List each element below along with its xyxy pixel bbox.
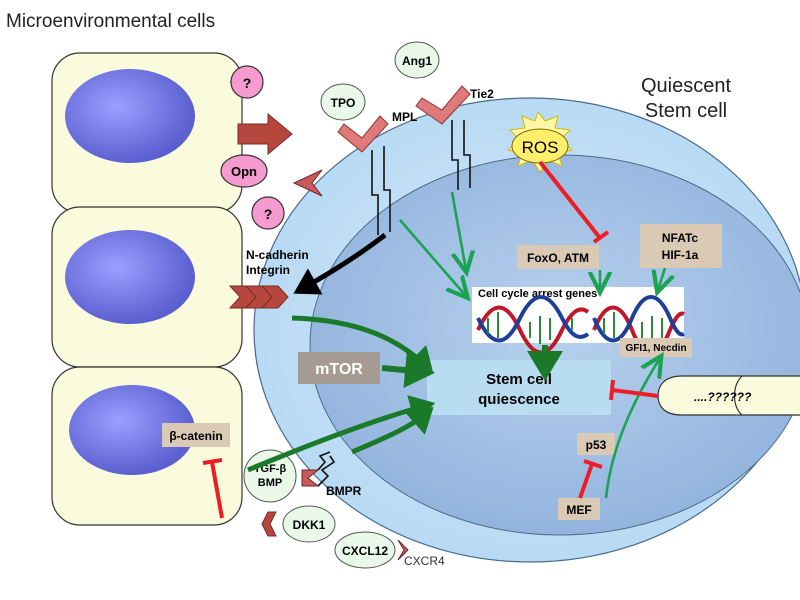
tie2-stem-left bbox=[451, 120, 459, 190]
foxo-label: FoxO, ATM bbox=[527, 251, 589, 265]
cell-title-line2: Stem cell bbox=[645, 100, 727, 122]
ligand-dkk1 bbox=[282, 505, 336, 543]
bmpr-quiescence-arrow bbox=[351, 407, 434, 455]
ros-label: ROS bbox=[522, 138, 559, 157]
quiescence-box bbox=[427, 360, 611, 415]
ligand-dkk1-label: DKK1 bbox=[293, 518, 326, 532]
ligand-q1-label: ? bbox=[243, 75, 252, 91]
ncadherin-chevrons bbox=[228, 285, 289, 309]
ligand-tpo bbox=[320, 83, 366, 121]
ligand-cxcl12 bbox=[334, 531, 396, 569]
gfi-label: GFI1, Necdin bbox=[625, 343, 686, 354]
p53-box bbox=[577, 433, 615, 455]
opn-receptor bbox=[292, 169, 323, 197]
gfi-box bbox=[620, 338, 692, 357]
niche-cell-middle-nucleus bbox=[65, 230, 195, 324]
ligand-tgfb bbox=[243, 449, 297, 503]
ligand-tgfb-line2: BMP bbox=[258, 477, 282, 489]
ncadherin-label: N-cadherin bbox=[246, 248, 309, 262]
bmpr-label: BMPR bbox=[326, 484, 362, 498]
mtor-label: mTOR bbox=[315, 361, 363, 378]
unknown-signal-label: ....?????? bbox=[694, 390, 752, 404]
cxcr4-receptor bbox=[397, 539, 409, 561]
ligand-opn bbox=[220, 154, 268, 188]
cxcr4-label: CXCR4 bbox=[404, 554, 445, 568]
ligand-q1 bbox=[230, 65, 264, 99]
ligand-opn-label: Opn bbox=[231, 164, 257, 179]
quiescence-line1: Stem cell bbox=[486, 371, 552, 388]
mpl-stem-left bbox=[371, 150, 379, 235]
tie2-stem-right bbox=[463, 120, 471, 188]
ligand-cxcl12-label: CXCL12 bbox=[342, 544, 388, 558]
mtor-box bbox=[298, 352, 380, 384]
niche-cell-top-nucleus bbox=[65, 69, 195, 163]
mef-box bbox=[558, 498, 600, 520]
ligand-ang1 bbox=[394, 41, 440, 79]
mtor-quiescence-arrow bbox=[381, 352, 435, 389]
bmpr-stem-2 bbox=[317, 455, 336, 487]
foxo-box bbox=[517, 245, 599, 269]
ros-burst bbox=[506, 110, 574, 173]
bmpr-stem-1 bbox=[317, 451, 331, 471]
mpl-label: MPL bbox=[392, 110, 417, 124]
beta-catenin-box bbox=[162, 423, 230, 447]
cell-title-line1: Quiescent bbox=[641, 75, 731, 97]
ligand-ang1-label: Ang1 bbox=[402, 54, 432, 68]
quiescence-line2: quiescence bbox=[478, 391, 560, 408]
cell-cycle-label: Cell cycle arrest genes bbox=[478, 288, 597, 300]
tie2-receptor-head bbox=[415, 85, 471, 125]
integrin-label: Integrin bbox=[246, 263, 290, 277]
mpl-receptor-head bbox=[337, 115, 389, 153]
niche-cell-bottom-nucleus bbox=[69, 385, 195, 475]
mpl-stem-right bbox=[383, 146, 391, 232]
tie2-label: Tie2 bbox=[470, 87, 494, 101]
unknown-signal-divider bbox=[733, 375, 743, 416]
ligand-q2-label: ? bbox=[264, 206, 273, 222]
secretion-arrow bbox=[237, 112, 293, 156]
ligand-tpo-label: TPO bbox=[331, 96, 356, 110]
red-inhibition-lines bbox=[202, 160, 659, 519]
nfatc-label: NFATc bbox=[662, 231, 699, 245]
p53-label: p53 bbox=[586, 438, 607, 452]
dkk1-receptor bbox=[261, 511, 277, 537]
bmpr-receptor-head bbox=[301, 469, 320, 487]
beta-catenin-label: β-catenin bbox=[169, 429, 222, 443]
hif-label: HIF-1a bbox=[662, 248, 699, 262]
diagram-title: Microenvironmental cells bbox=[6, 11, 215, 32]
nfatc-box bbox=[640, 224, 722, 268]
mef-label: MEF bbox=[566, 503, 591, 517]
ligand-q2 bbox=[251, 196, 285, 230]
ncadherin-signal-arrow bbox=[293, 233, 387, 295]
